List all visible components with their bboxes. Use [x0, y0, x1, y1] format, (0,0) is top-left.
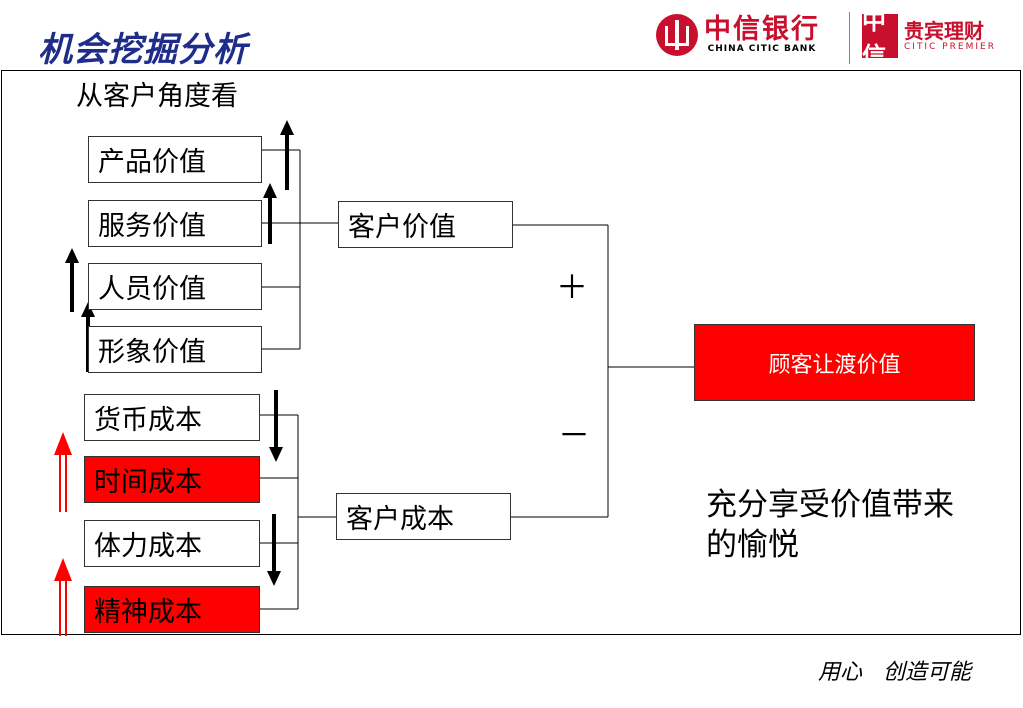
bank-name-en: CHINA CITIC BANK [707, 44, 817, 54]
factor-mental-cost: 精神成本 [84, 586, 260, 633]
factor-personnel-value: 人员价值 [88, 263, 262, 310]
citic-premier-logo: 中信 贵宾理财 CITIC PREMIER [862, 7, 996, 70]
logo-divider [849, 12, 850, 64]
page-title: 机会挖掘分析 [38, 30, 248, 70]
factor-image-value: 形象价值 [88, 326, 262, 373]
diagram-subtitle: 从客户角度看 [76, 81, 238, 112]
footer-slogan: 用心 创造可能 [818, 660, 971, 685]
bank-name-cn: 中信银行 [704, 14, 820, 45]
minus-sign: － [558, 416, 591, 454]
premier-name-cn: 贵宾理财 [904, 19, 984, 43]
customer-delivered-value-box: 顾客让渡价值 [694, 324, 975, 401]
factor-time-cost: 时间成本 [84, 456, 260, 503]
content-frame [1, 70, 1021, 635]
factor-monetary-cost: 货币成本 [84, 394, 260, 441]
premier-mark: 中信 [862, 7, 898, 70]
customer-cost-box: 客户成本 [336, 493, 511, 540]
china-citic-bank-logo: 中信银行 CHINA CITIC BANK [656, 14, 820, 56]
customer-value-box: 客户价值 [338, 201, 513, 248]
quote-text: 充分享受价值带来的愉悦 [706, 487, 954, 563]
citic-emblem-icon [656, 14, 698, 56]
factor-product-value: 产品价值 [88, 136, 262, 183]
premier-name-en: CITIC PREMIER [904, 42, 996, 52]
factor-physical-cost: 体力成本 [84, 520, 260, 567]
plus-sign: ＋ [556, 268, 589, 306]
factor-service-value: 服务价值 [88, 200, 262, 247]
